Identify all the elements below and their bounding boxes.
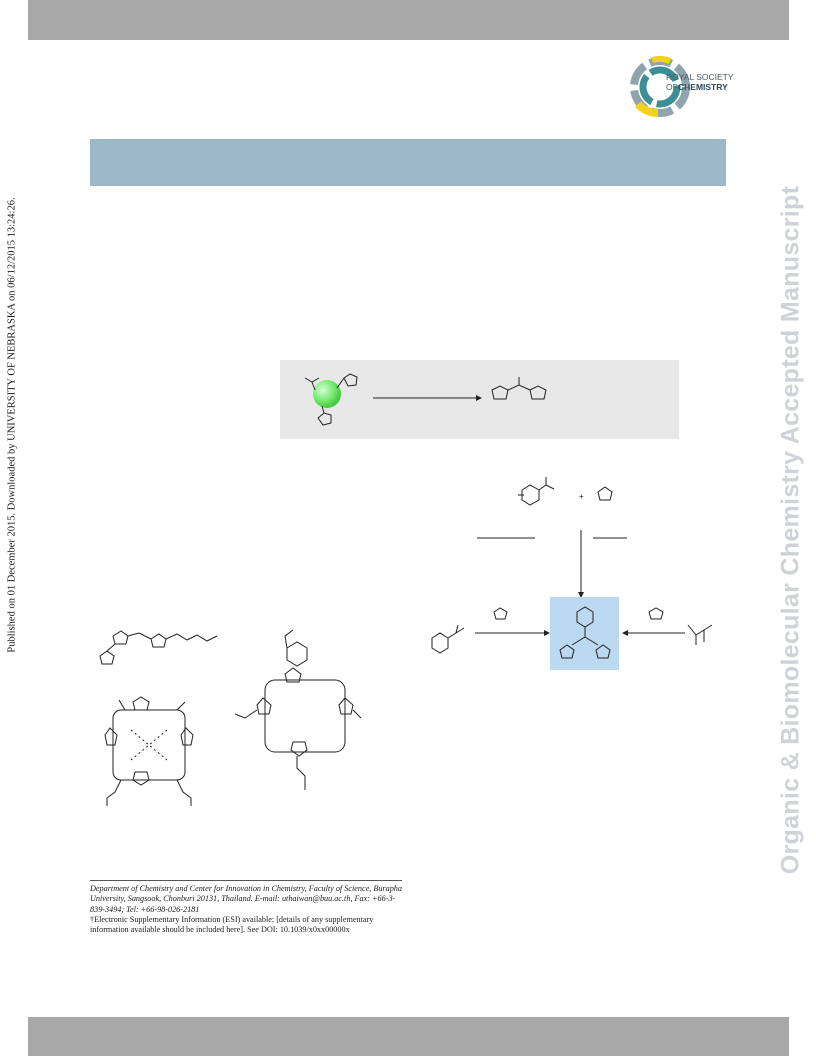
porphyrin-pyrrole-bottom <box>132 771 150 786</box>
bond <box>127 632 140 637</box>
bottom-footer-bar <box>28 1017 789 1056</box>
bond <box>311 381 316 391</box>
bond <box>538 484 547 491</box>
logo-line2: OF <box>666 82 678 92</box>
porphyrin-pyrrole-left <box>104 727 118 746</box>
prodigiosin-ring-b <box>112 630 129 645</box>
logo-inner-ring <box>639 66 681 108</box>
logo-center <box>651 78 669 96</box>
methyl-bond <box>545 484 555 490</box>
bond <box>336 377 345 389</box>
accepted-manuscript-watermark: Organic & Biomolecular Chemistry Accepte… <box>770 110 812 950</box>
bond <box>455 627 465 634</box>
logo-yellow-arc-top <box>651 55 672 64</box>
ring-aryl <box>286 641 308 667</box>
product-pyrrole-right <box>595 644 611 659</box>
second-macrocycle <box>264 679 346 753</box>
natural-product-structures <box>99 629 362 806</box>
reaction-arrowhead <box>476 395 482 401</box>
publication-side-note: Published on 01 December 2015. Downloade… <box>3 190 21 660</box>
synthesis-scheme: + <box>431 477 713 670</box>
bond <box>321 405 325 414</box>
esi-footnote: †Electronic Supplementary Information (E… <box>90 914 374 935</box>
logo-yellow-arc <box>634 101 659 117</box>
top-header-bar <box>28 0 789 40</box>
bond <box>455 624 459 634</box>
macro-pyrrole-bottom <box>290 741 308 757</box>
arrowhead-right <box>544 630 550 636</box>
macro-side-chain-bottom <box>296 756 306 790</box>
porphyrin-pyrrole-top <box>132 696 150 711</box>
coordination-bond <box>130 729 168 761</box>
pyrrole-ring-bottom <box>317 412 332 426</box>
aryl-alkyne-ring <box>431 632 449 654</box>
prodigiosin-ring-c <box>150 633 167 648</box>
svg-text:+: + <box>579 492 584 501</box>
bond <box>571 636 586 646</box>
porphyrin-pyrrole-right <box>180 727 194 746</box>
pyrrole-ring-top <box>343 373 358 387</box>
publication-note-text: Published on 01 December 2015. Downloade… <box>6 197 18 653</box>
arrowhead-down <box>578 592 584 598</box>
rsc-logo: ROYAL SOCIETY OF CHEMISTRY <box>628 52 738 122</box>
prodigiosin-ring-a <box>99 650 115 665</box>
graphical-abstract <box>280 360 679 439</box>
affiliation-footnote: Department of Chemistry and Center for I… <box>90 884 402 914</box>
bond <box>138 632 152 640</box>
logo-line1: ROYAL SOCIETY <box>666 72 734 82</box>
product-aryl-ring <box>576 606 594 628</box>
product-pyrrole-left <box>491 385 509 400</box>
rsc-logo-mark: ROYAL SOCIETY OF CHEMISTRY <box>630 55 734 117</box>
bond <box>106 643 116 652</box>
propionate-chain-right <box>176 779 192 806</box>
title-banner <box>90 139 726 186</box>
aryl-ketone-ring <box>521 484 540 506</box>
vinyl-bond <box>118 699 126 711</box>
vinyl-bond <box>176 701 186 711</box>
ketal-chain <box>687 624 713 636</box>
side-chain <box>284 629 294 649</box>
macro-pyrrole-left <box>256 697 272 715</box>
macro-side-chain-left <box>234 709 258 719</box>
macro-pyrrole-right <box>338 697 354 715</box>
coordination-bond <box>130 729 168 761</box>
product-pyrrole-left <box>559 644 575 659</box>
pyrrole-reagent-left <box>493 607 508 620</box>
bond <box>584 636 599 646</box>
catalyst-ball <box>313 380 341 408</box>
macro-pyrrole-top <box>284 667 302 683</box>
bond <box>447 632 457 639</box>
propionate-chain-left <box>106 779 122 806</box>
graphical-abstract-scheme <box>304 373 547 426</box>
pentyl-chain <box>165 633 218 642</box>
pyrrole-reagent <box>597 486 613 501</box>
footnotes: Department of Chemistry and Center for I… <box>90 880 402 935</box>
macro-vinyl <box>352 709 362 719</box>
product-pyrrole-right <box>529 385 547 400</box>
pyrrole-reagent-right <box>648 607 664 620</box>
product-bridge <box>507 384 531 391</box>
watermark-text: Organic & Biomolecular Chemistry Accepte… <box>776 185 805 875</box>
porphyrin-macrocycle <box>112 709 186 781</box>
logo-line3: CHEMISTRY <box>678 82 728 92</box>
methyl-branch <box>304 377 320 383</box>
arrowhead-left <box>622 630 628 636</box>
